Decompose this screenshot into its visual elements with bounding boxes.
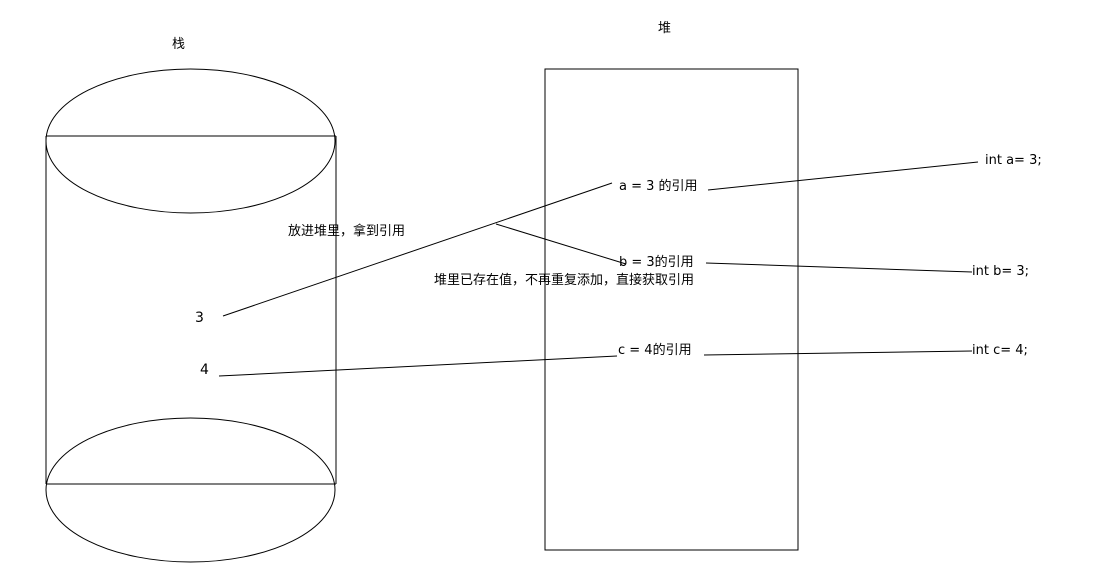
stack-cylinder xyxy=(45,68,337,563)
stack-value-4: 4 xyxy=(200,362,209,378)
heap-ref-a: a = 3 的引用 xyxy=(619,179,698,194)
connector-c-ref-to-decl xyxy=(703,350,973,356)
connector-a-ref-to-decl xyxy=(707,161,979,191)
connector-4-to-c-ref xyxy=(218,355,618,377)
declaration-c: int c= 4; xyxy=(972,343,1028,358)
heap-ref-b: b = 3的引用 xyxy=(619,255,694,270)
stack-cylinder-bottom xyxy=(45,417,336,563)
stack-value-3: 3 xyxy=(195,310,204,326)
connector-branch-to-b-ref xyxy=(495,223,627,265)
stack-title: 栈 xyxy=(172,37,186,52)
heap-box xyxy=(544,68,799,551)
stack-cylinder-top xyxy=(45,68,336,214)
annotation-put-in-heap: 放进堆里，拿到引用 xyxy=(288,224,406,239)
heap-title: 堆 xyxy=(658,21,672,36)
declaration-a: int a= 3; xyxy=(985,153,1042,168)
annotation-already-exists: 堆里已存在值，不再重复添加，直接获取引用 xyxy=(434,273,695,288)
heap-ref-c: c = 4的引用 xyxy=(618,343,692,358)
connector-b-ref-to-decl xyxy=(705,262,973,273)
declaration-b: int b= 3; xyxy=(972,264,1030,279)
connector-3-to-a-ref xyxy=(222,182,613,317)
